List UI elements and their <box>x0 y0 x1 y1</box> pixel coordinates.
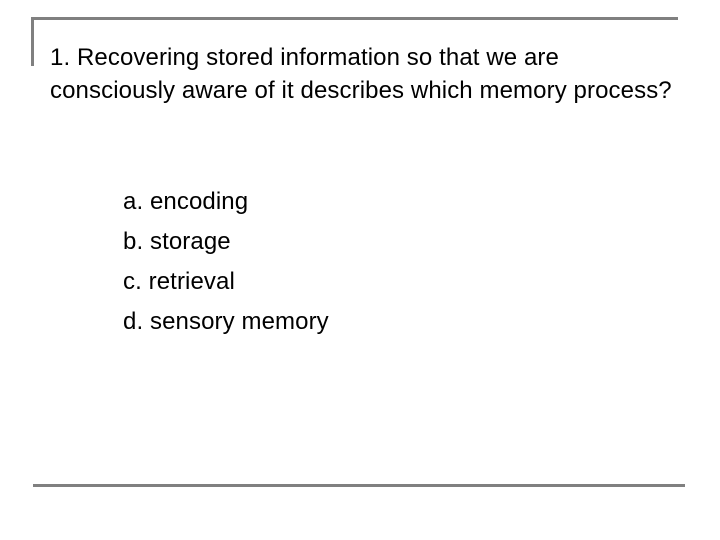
top-divider-rule <box>31 17 678 20</box>
left-accent-rule <box>31 17 34 66</box>
question-text: 1. Recovering stored information so that… <box>50 44 672 104</box>
answer-option-b[interactable]: b. storage <box>123 228 231 255</box>
answer-option-a[interactable]: a. encoding <box>123 188 249 215</box>
answer-options-list: a. encoding b. storage c. retrieval d. s… <box>123 182 663 342</box>
answer-option-d[interactable]: d. sensory memory <box>123 308 329 335</box>
bottom-divider-rule <box>33 484 685 487</box>
answer-option-c[interactable]: c. retrieval <box>123 268 235 295</box>
